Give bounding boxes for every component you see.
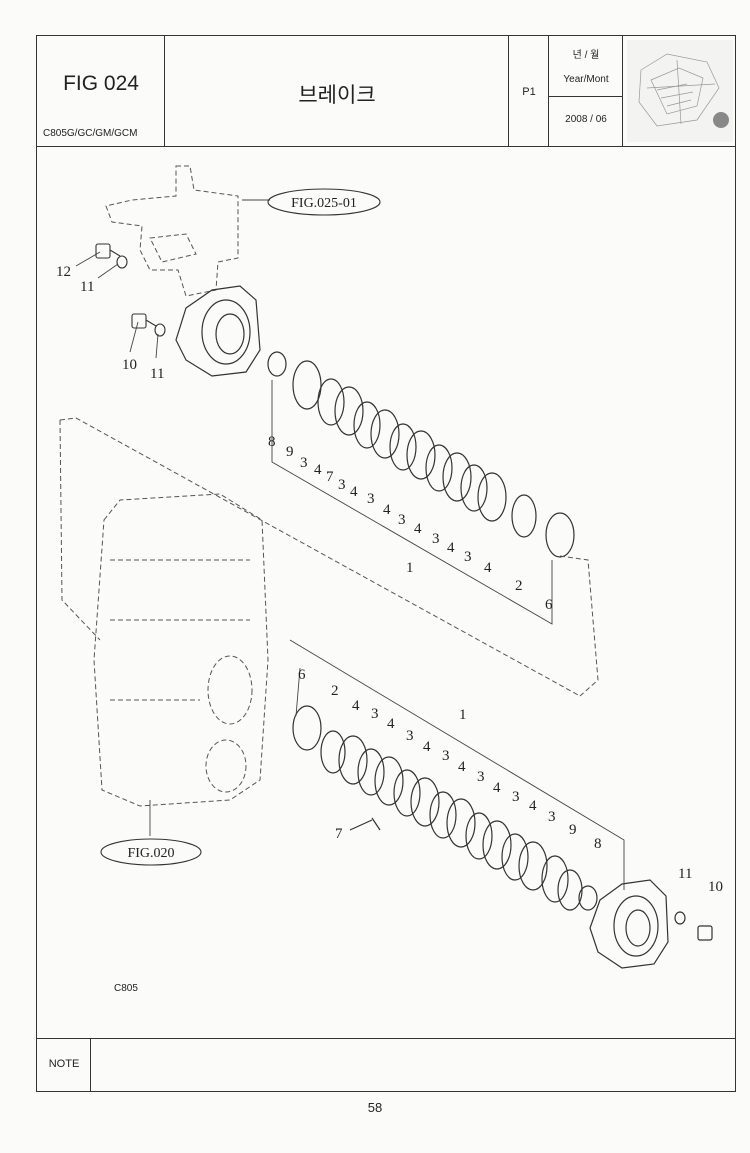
callout: 8 <box>594 836 602 852</box>
sheet-frame: FIG 024 C805G/GC/GM/GCM 브레이크 P1 년 / 월 Ye… <box>36 35 736 1092</box>
page-cell <box>509 36 549 146</box>
lower-plate-stack <box>292 705 598 911</box>
revision-date: 2008 / 06 <box>565 114 607 125</box>
callout: 12 <box>56 264 71 280</box>
callout: 4 <box>484 560 492 576</box>
callout: 6 <box>545 597 553 613</box>
thumbnail-image <box>627 40 733 142</box>
title-block: FIG 024 C805G/GC/GM/GCM 브레이크 P1 년 / 월 Ye… <box>37 36 735 147</box>
callout: 3 <box>371 706 379 722</box>
note-label-cell: NOTE <box>37 1039 91 1091</box>
title-cell <box>165 36 509 146</box>
callout: 4 <box>529 798 537 814</box>
callout: 9 <box>569 822 577 838</box>
callout: 3 <box>464 549 472 565</box>
callout: 4 <box>314 462 322 478</box>
callout: 3 <box>367 491 375 507</box>
sheet-page: P1 <box>522 86 536 98</box>
callout: 10 <box>122 357 137 373</box>
callout: 4 <box>447 540 455 556</box>
callout: 3 <box>338 477 346 493</box>
year-month-korean: 년 / 월 <box>572 50 600 61</box>
callout: 7 <box>326 469 334 485</box>
lower-housing <box>349 817 713 969</box>
callout: 9 <box>286 444 294 460</box>
divider <box>549 96 623 97</box>
callout: 4 <box>387 716 395 732</box>
callout: 3 <box>432 531 440 547</box>
lower-callouts: 6 2 4 3 4 3 4 3 4 3 4 3 4 3 9 8 1 7 11 1… <box>298 667 723 895</box>
note-label: NOTE <box>48 1058 80 1070</box>
upper-housing <box>175 285 261 377</box>
callout: 4 <box>414 521 422 537</box>
figure-number: FIG 024 <box>63 72 139 95</box>
callout: 3 <box>477 769 485 785</box>
upper-bracket-ghost <box>105 165 239 297</box>
upper-bolts <box>95 243 166 337</box>
callout: 1 <box>459 707 467 723</box>
callout: 3 <box>398 512 406 528</box>
ref-tag-lower: FIG.020 <box>100 838 202 866</box>
callout: 3 <box>442 748 450 764</box>
callout: 4 <box>423 739 431 755</box>
callout: 4 <box>350 484 358 500</box>
callout: 1 <box>406 560 414 576</box>
drawing-code: C805 <box>114 983 138 994</box>
upper-plate-stack <box>267 351 575 558</box>
callout: 4 <box>493 780 501 796</box>
callout: 2 <box>515 578 523 594</box>
note-row: NOTE <box>37 1038 735 1091</box>
callout: 3 <box>512 789 520 805</box>
callout: 6 <box>298 667 306 683</box>
page-title: 브레이크 <box>298 84 376 107</box>
leader-lines <box>75 199 625 890</box>
svg-text:FIG.025-01: FIG.025-01 <box>291 196 357 211</box>
callout: 11 <box>80 279 94 295</box>
year-month-label: Year/Mont <box>563 74 609 85</box>
upper-callouts: 12 11 10 11 8 9 3 4 7 3 4 3 4 3 4 3 4 3 … <box>56 264 553 613</box>
callout: 4 <box>352 698 360 714</box>
date-cell <box>549 36 623 146</box>
callout: 10 <box>708 879 723 895</box>
callout: 4 <box>383 502 391 518</box>
callout: 3 <box>548 809 556 825</box>
lower-transmission-ghost <box>59 417 599 807</box>
svg-text:FIG.020: FIG.020 <box>127 846 174 861</box>
callout: 11 <box>678 866 692 882</box>
callout: 4 <box>458 759 466 775</box>
callout: 11 <box>150 366 164 382</box>
page-number: 58 <box>367 1100 383 1115</box>
callout: 7 <box>335 826 343 842</box>
callout: 3 <box>406 728 414 744</box>
fig-cell <box>37 36 165 146</box>
callout: 8 <box>268 434 276 450</box>
callout: 2 <box>331 683 339 699</box>
model-list: C805G/GC/GM/GCM <box>43 128 138 139</box>
ref-tag-upper: FIG.025-01 <box>267 188 381 216</box>
callout: 3 <box>300 455 308 471</box>
